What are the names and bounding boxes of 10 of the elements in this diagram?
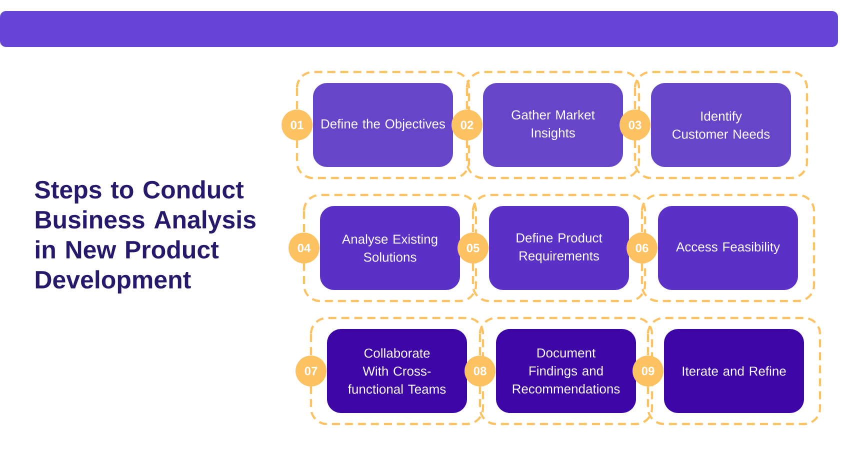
step-box: Access Feasibility <box>658 206 798 290</box>
step-box: Analyse Existing Solutions <box>320 206 460 290</box>
step-box: Iterate and Refine <box>664 329 804 413</box>
step-box: Gather Market Insights <box>483 83 623 167</box>
step-box: Identify Customer Needs <box>651 83 791 167</box>
title: Steps to Conduct Business Analysis in New Product Development <box>34 180 256 294</box>
step-box: Document Findings and Recommendations <box>496 329 636 413</box>
step-box: Collaborate With Cross-functional Teams <box>327 329 467 413</box>
step-box: Define Product Requirements <box>489 206 629 290</box>
step-box: Define the Objectives <box>313 83 453 167</box>
